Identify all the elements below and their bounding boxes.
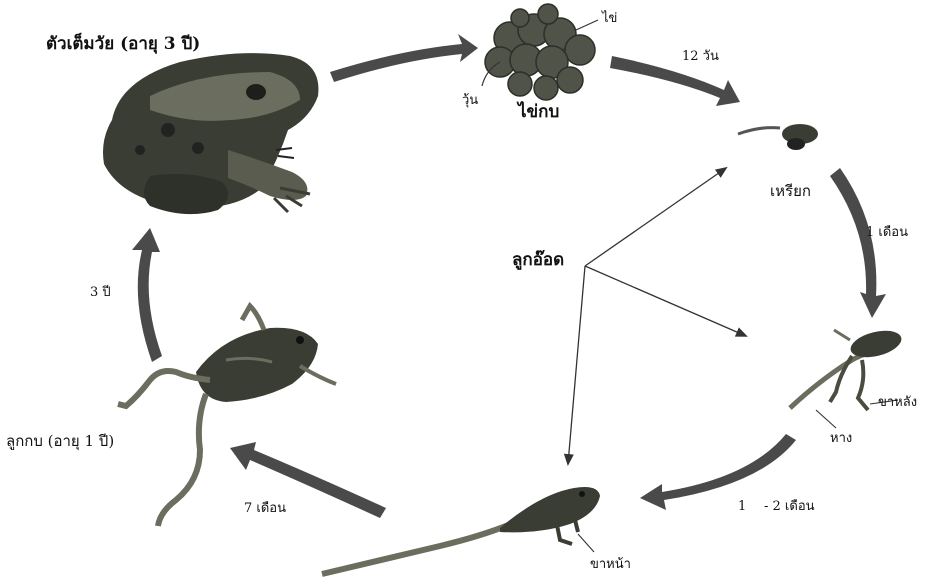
tail-label: หาง	[830, 432, 852, 445]
pointer-to-hatchling	[585, 168, 726, 266]
front-legs-label: ขาหน้า	[590, 558, 631, 571]
arrow-hatchling-to-hindlegs	[830, 168, 886, 318]
duration-hindlegs-to-frontlegs-a: 1	[738, 500, 746, 513]
young-frog-label: ลูกกบ (อายุ 1 ปี)	[6, 434, 114, 449]
arrow-adult-to-eggs	[330, 34, 478, 82]
duration-hindlegs-to-frontlegs-b: - 2 เดือน	[764, 500, 815, 513]
frontlegs-leader	[578, 534, 594, 552]
hatchling-label: เหรียก	[770, 184, 811, 199]
eggs-label: ไข่กบ	[518, 104, 559, 121]
duration-frontlegs-to-young: 7 เดือน	[244, 502, 286, 515]
pointer-to-hindlegs	[585, 266, 746, 336]
arrow-young-to-adult	[132, 228, 162, 362]
egg-mass-illustration	[485, 4, 595, 100]
egg-label: ไข่	[602, 12, 617, 25]
arrow-eggs-to-hatchling	[610, 56, 740, 106]
pointer-to-frontlegs	[568, 266, 585, 464]
duration-young-to-adult: 3 ปี	[90, 286, 111, 299]
tadpole-pointers	[568, 168, 746, 464]
hind-legs-label: ขาหลัง	[878, 396, 917, 409]
duration-eggs-to-hatchling: 12 วัน	[682, 50, 719, 63]
duration-hatchling-to-hindlegs: 1 เดือน	[866, 226, 908, 239]
jelly-label: วุ้น	[462, 94, 478, 107]
tadpole-label: ลูกอ๊อด	[512, 252, 564, 269]
hatchling-illustration	[738, 124, 818, 150]
adult-frog-illustration	[103, 53, 318, 214]
adult-frog-label: ตัวเต็มวัย (อายุ 3 ปี)	[46, 36, 200, 53]
